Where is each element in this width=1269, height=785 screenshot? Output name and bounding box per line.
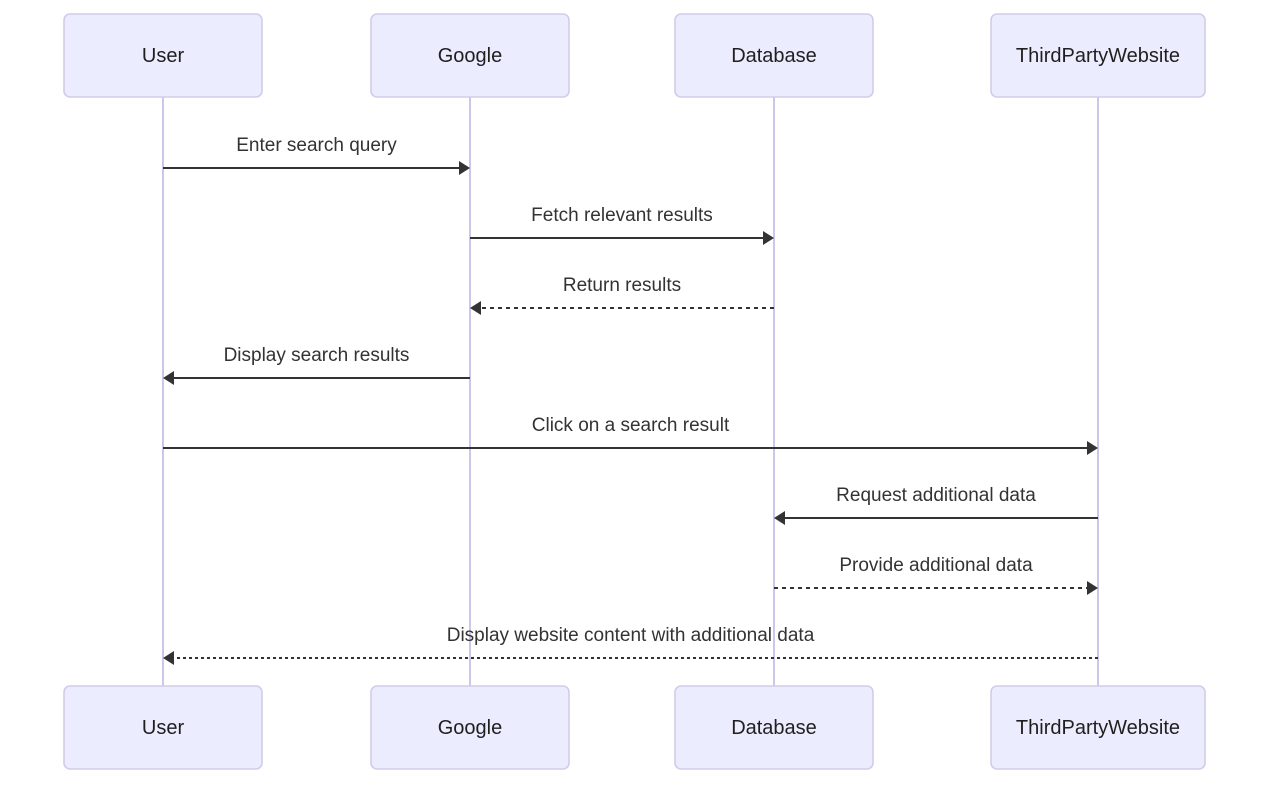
message-4-google-to-user[interactable]: Display search results xyxy=(163,345,470,385)
message-arrowhead-1 xyxy=(459,161,470,175)
message-3-database-to-google[interactable]: Return results xyxy=(470,275,774,315)
message-6-thirdparty-to-database[interactable]: Request additional data xyxy=(774,485,1098,525)
message-label-7: Provide additional data xyxy=(839,555,1033,576)
actor-box-thirdparty-top[interactable] xyxy=(990,13,1206,98)
actor-label-database-top: Database xyxy=(731,45,817,67)
message-label-1: Enter search query xyxy=(236,135,397,156)
message-2-google-to-database[interactable]: Fetch relevant results xyxy=(470,205,774,245)
message-arrowhead-3 xyxy=(470,301,481,315)
actor-database-bottom[interactable]: Database xyxy=(674,685,874,770)
message-arrowhead-2 xyxy=(763,231,774,245)
actor-label-database-bottom: Database xyxy=(731,717,817,739)
actor-google-top[interactable]: Google xyxy=(370,13,570,98)
message-7-database-to-thirdparty[interactable]: Provide additional data xyxy=(774,555,1098,595)
message-arrowhead-5 xyxy=(1087,441,1098,455)
actor-thirdparty-bottom[interactable]: ThirdPartyWebsite xyxy=(990,685,1206,770)
actor-label-thirdparty-top: ThirdPartyWebsite xyxy=(1016,45,1180,67)
actor-box-thirdparty-bottom[interactable] xyxy=(990,685,1206,770)
message-arrowhead-6 xyxy=(774,511,785,525)
message-label-5: Click on a search result xyxy=(532,415,730,436)
actor-box-user-top[interactable] xyxy=(63,13,263,98)
message-label-3: Return results xyxy=(563,275,681,296)
actor-label-user-bottom: User xyxy=(142,717,185,739)
message-1-user-to-google[interactable]: Enter search query xyxy=(163,135,470,175)
actor-google-bottom[interactable]: Google xyxy=(370,685,570,770)
actor-database-top[interactable]: Database xyxy=(674,13,874,98)
actor-box-google-top[interactable] xyxy=(370,13,570,98)
actor-thirdparty-top[interactable]: ThirdPartyWebsite xyxy=(990,13,1206,98)
message-arrowhead-4 xyxy=(163,371,174,385)
actor-box-database-top[interactable] xyxy=(674,13,874,98)
actor-box-google-bottom[interactable] xyxy=(370,685,570,770)
actor-box-database-bottom[interactable] xyxy=(674,685,874,770)
actor-label-google-top: Google xyxy=(438,45,503,67)
actor-label-user-top: User xyxy=(142,45,185,67)
lifelines-layer xyxy=(162,97,1099,686)
message-arrowhead-7 xyxy=(1087,581,1098,595)
message-8-thirdparty-to-user[interactable]: Display website content with additional … xyxy=(163,625,1098,665)
actor-box-user-bottom[interactable] xyxy=(63,685,263,770)
message-5-user-to-thirdparty[interactable]: Click on a search result xyxy=(163,415,1098,455)
actor-label-google-bottom: Google xyxy=(438,717,503,739)
message-arrowhead-8 xyxy=(163,651,174,665)
actor-user-bottom[interactable]: User xyxy=(63,685,263,770)
actor-user-top[interactable]: User xyxy=(63,13,263,98)
message-label-4: Display search results xyxy=(224,345,410,366)
message-label-2: Fetch relevant results xyxy=(531,205,713,226)
actor-label-thirdparty-bottom: ThirdPartyWebsite xyxy=(1016,717,1180,739)
message-label-6: Request additional data xyxy=(836,485,1036,506)
message-label-8: Display website content with additional … xyxy=(447,625,815,646)
